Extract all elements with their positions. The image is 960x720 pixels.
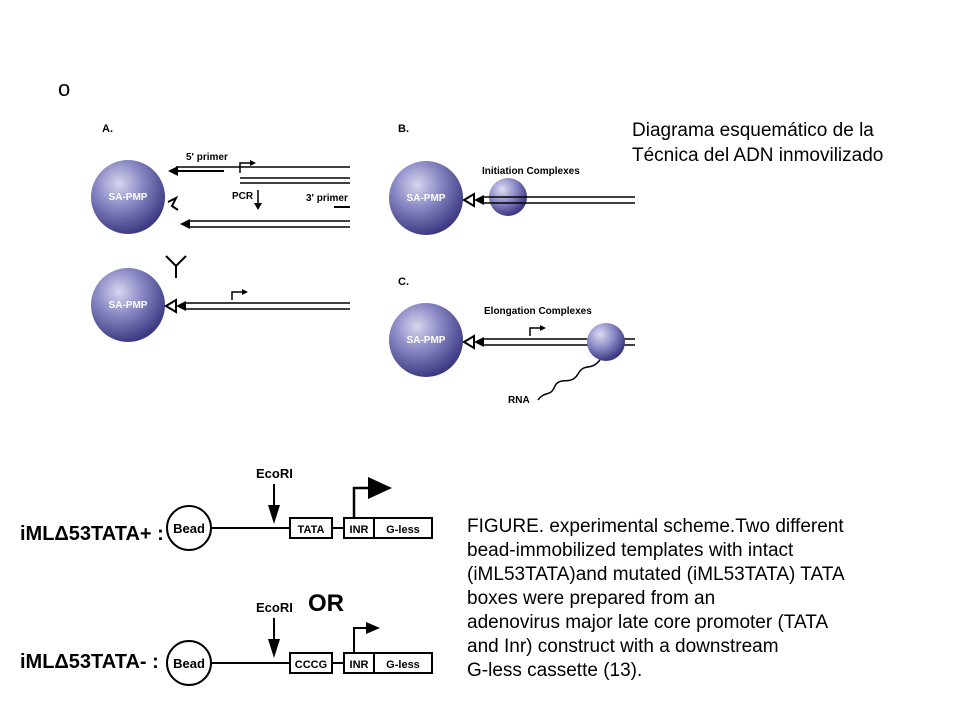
inr-box-plus-label: INR — [350, 524, 369, 536]
bead-a2 — [91, 268, 165, 342]
title-line-1: Diagrama esquemático de la — [632, 120, 874, 141]
primer5-label: 5' primer — [186, 152, 228, 163]
linker-a1 — [180, 219, 190, 229]
biotin-link-b — [462, 192, 475, 208]
primer5-arrowhead — [168, 166, 178, 176]
tss-arrow-c — [529, 327, 542, 336]
linker-b — [474, 195, 484, 205]
corner-letter: o — [58, 76, 71, 101]
bead-c-label: SA-PMP — [407, 335, 446, 346]
tss-arrow-a2 — [231, 291, 244, 300]
bead-a1-label: SA-PMP — [109, 192, 148, 203]
elongation-complex — [587, 323, 625, 361]
panel-a-label: A. — [102, 123, 113, 135]
tss-arrowhead-c — [540, 325, 546, 331]
caption-line-1: FIGURE. experimental scheme.Two differen… — [467, 516, 844, 537]
tss-arrowhead-a2 — [242, 289, 248, 295]
gless-box-plus-label: G-less — [386, 524, 420, 536]
tss-arrow-a1 — [239, 162, 252, 173]
tata-box-label: TATA — [298, 524, 325, 536]
tss-arrow-plus — [352, 486, 370, 518]
cccg-box-label: CCCG — [295, 659, 327, 671]
ecori-plus-label: EcoRI — [256, 466, 293, 481]
gless-box-minus-label: G-less — [386, 659, 420, 671]
ecori-plus-arrowhead — [268, 505, 280, 524]
caption-line-5: adenovirus major late core promoter (TAT… — [467, 612, 829, 633]
bead-b-label: SA-PMP — [407, 193, 446, 204]
construct-plus-label: iMLΔ53TATA+ : — [20, 523, 164, 545]
ecori-minus-arrowhead — [268, 639, 280, 658]
bead-c — [389, 303, 463, 377]
title-line-2: Técnica del ADN inmovilizado — [632, 145, 884, 166]
rna-transcript — [537, 359, 601, 401]
elongation-label: Elongation Complexes — [484, 306, 592, 317]
caption-line-3: (iML53TATA)and mutated (iML53TATA) TATA — [467, 564, 845, 585]
streptavidin-symbol — [165, 255, 187, 268]
caption-line-7: G-less cassette (13). — [467, 660, 643, 681]
figure-caption: FIGURE. experimental scheme.Two differen… — [467, 515, 957, 683]
panel-b-label: B. — [398, 123, 409, 135]
panel-c-label: C. — [398, 276, 409, 288]
diagram-title: Diagrama esquemático de la Técnica del A… — [632, 118, 883, 168]
tss-arrowhead-a1 — [250, 160, 256, 166]
linker-a2 — [176, 301, 186, 311]
caption-line-6: and Inr) construct with a downstream — [467, 636, 779, 657]
tss-arrow-minus — [353, 627, 368, 653]
tss-arrowhead-minus — [366, 622, 380, 634]
caption-line-4: boxes were prepared from an — [467, 588, 716, 609]
biotin-link-c — [462, 334, 475, 350]
bead-b — [389, 161, 463, 235]
pcr-arrowhead — [254, 203, 262, 210]
ecori-minus-label: EcoRI — [256, 600, 293, 615]
initiation-label: Initiation Complexes — [482, 166, 580, 177]
bead-plus-label: Bead — [173, 521, 205, 536]
linker-c — [474, 337, 484, 347]
pcr-label: PCR — [232, 191, 254, 202]
bead-a2-label: SA-PMP — [109, 300, 148, 311]
rna-label: RNA — [508, 395, 530, 406]
biotin-link-a2 — [164, 298, 177, 314]
tss-arrowhead-plus — [368, 477, 392, 499]
biotin-link-a1 — [167, 195, 179, 211]
gless-box-plus — [373, 517, 433, 539]
primer3-label: 3' primer — [306, 193, 348, 204]
construct-minus-label: iMLΔ53TATA- : — [20, 651, 159, 673]
bead-minus-label: Bead — [173, 656, 205, 671]
or-label: OR — [308, 590, 344, 617]
gless-box-minus — [373, 652, 433, 674]
bead-a1 — [91, 160, 165, 234]
caption-line-2: bead-immobilized templates with intact — [467, 540, 794, 561]
inr-box-minus-label: INR — [350, 659, 369, 671]
